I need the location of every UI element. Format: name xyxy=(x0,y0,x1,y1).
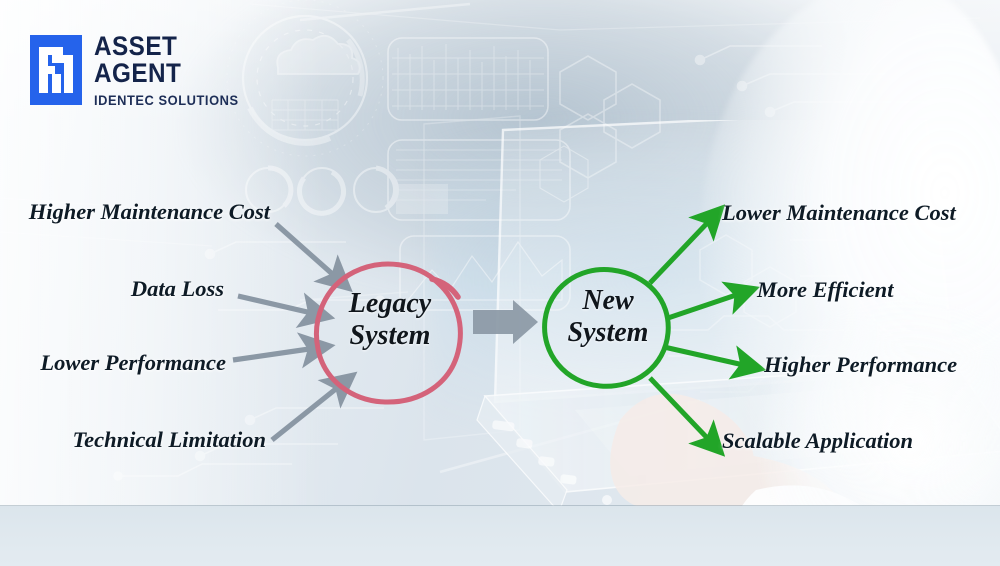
drawback-arrows xyxy=(232,222,358,443)
asset-agent-mark-icon xyxy=(30,35,82,105)
brand-tagline: IDENTEC SOLUTIONS xyxy=(94,92,239,108)
new-system-circle xyxy=(542,267,671,389)
legacy-system-label: Legacy System xyxy=(348,288,432,351)
brand-name-line2: AGENT xyxy=(94,58,182,88)
brand-name-line1: ASSET xyxy=(94,31,178,61)
benefit-arrows xyxy=(648,204,767,457)
benefit-label-lower-maintenance-cost: Lower Maintenance Cost xyxy=(722,200,956,225)
benefit-label-scalable-application: Scalable Application xyxy=(722,428,914,453)
new-system-label: New System xyxy=(567,285,649,348)
drawback-label-lower-performance: Lower Performance xyxy=(40,350,226,375)
drawback-label-technical-limitation: Technical Limitation xyxy=(72,427,266,452)
brand-text: ASSET AGENT IDENTEC SOLUTIONS xyxy=(94,31,251,108)
benefit-label-more-efficient: More Efficient xyxy=(757,277,894,302)
drawback-label-data-loss: Data Loss xyxy=(130,276,224,301)
benefit-label-higher-performance: Higher Performance xyxy=(764,352,958,377)
brand-logo[interactable]: ASSET AGENT IDENTEC SOLUTIONS xyxy=(30,33,251,107)
drawback-label-higher-maintenance-cost: Higher Maintenance Cost xyxy=(28,199,270,224)
transition-arrow xyxy=(473,300,538,344)
legacy-system-circle xyxy=(314,261,463,405)
